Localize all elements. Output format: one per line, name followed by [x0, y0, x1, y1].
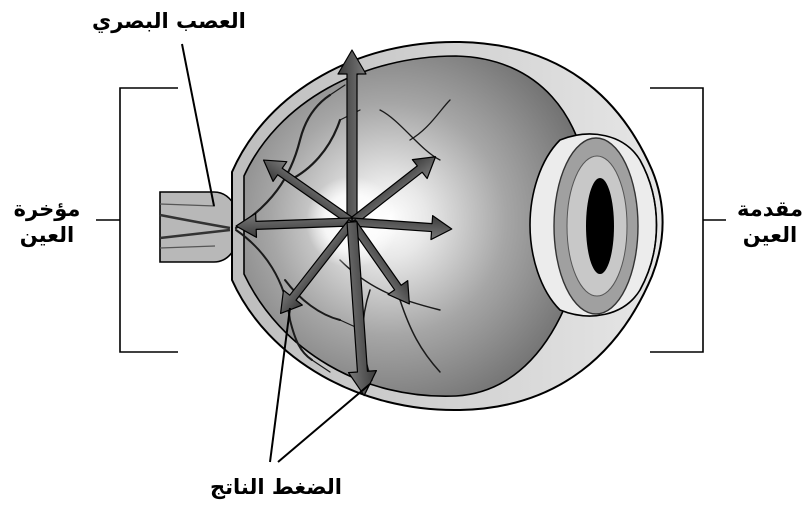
front-of-eye-label: مقدمة العين — [728, 196, 812, 249]
resulting-pressure-label: الضغط الناتج — [210, 474, 342, 500]
pressure-pointer-2 — [278, 384, 370, 462]
back-of-eye-label: مؤخرة العين — [6, 196, 88, 249]
optic-nerve-pointer — [182, 44, 214, 206]
back-of-eye-label-line1: مؤخرة — [6, 196, 88, 222]
front-of-eye-label-line2: العين — [728, 222, 812, 248]
front-of-eye-label-line1: مقدمة — [728, 196, 812, 222]
back-of-eye-label-line2: العين — [6, 222, 88, 248]
optic-nerve-label: العصب البصري — [92, 8, 246, 34]
pupil — [586, 178, 614, 274]
